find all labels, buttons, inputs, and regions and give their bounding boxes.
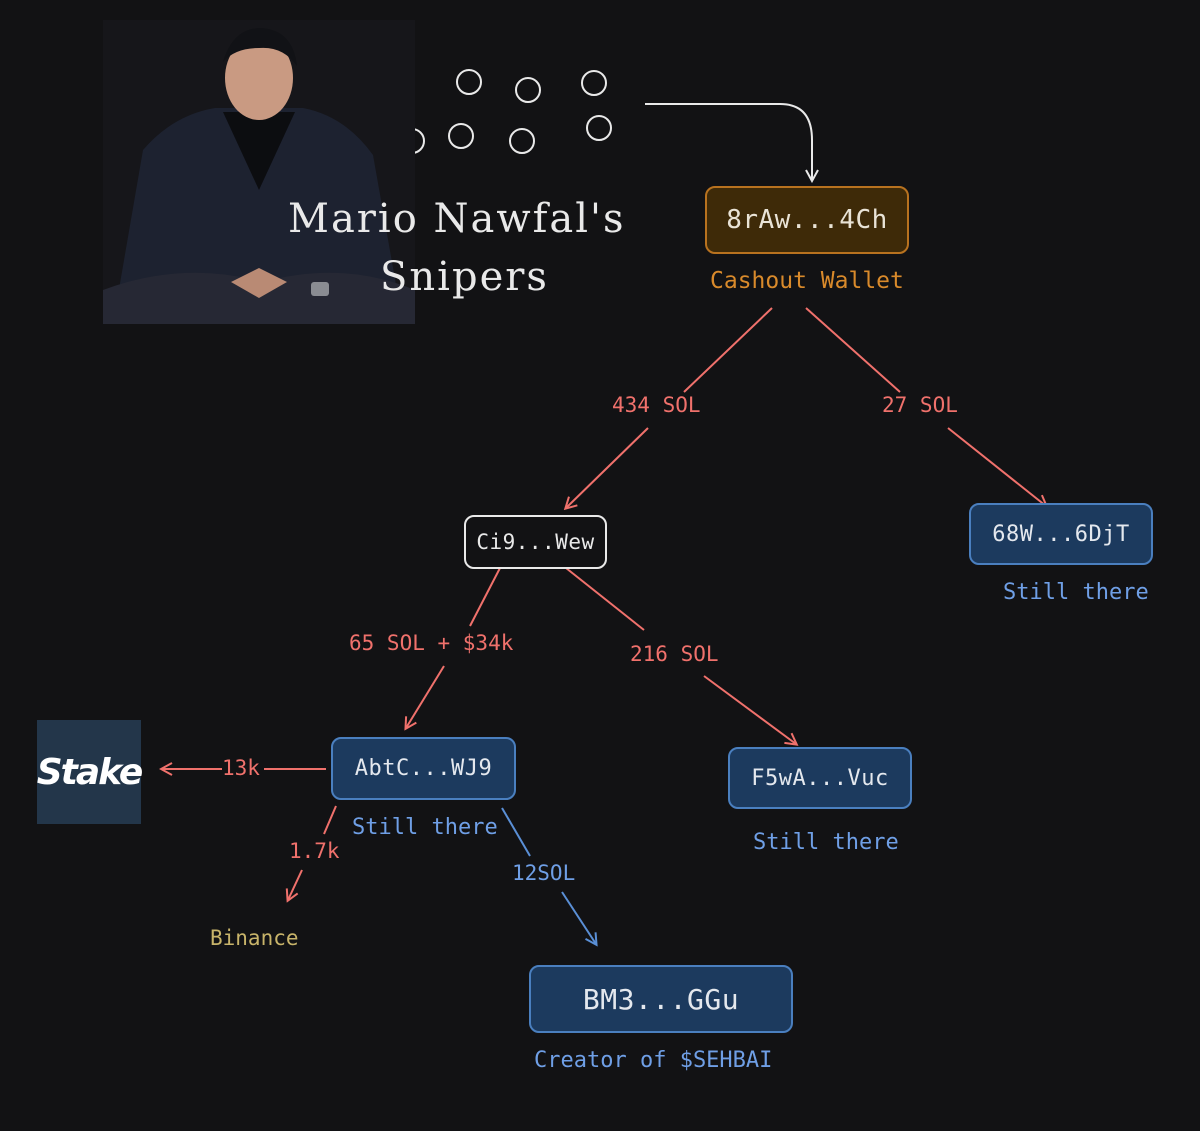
arrow-abtc-to-binance bbox=[288, 869, 303, 900]
stake-logo-text: Stake bbox=[36, 751, 144, 793]
w68-wallet-status: Still there bbox=[1003, 580, 1149, 605]
sniper-wallets bbox=[399, 69, 612, 154]
bm3-wallet-node[interactable]: BM3...GGu bbox=[529, 965, 793, 1033]
edge-label-1-7k: 1.7k bbox=[289, 839, 340, 863]
cashout-wallet-address: 8rAw...4Ch bbox=[726, 205, 888, 235]
stake-logo: Stake bbox=[36, 720, 144, 824]
arrow-cashout-to-68w-top bbox=[805, 307, 901, 393]
sniper-circle bbox=[456, 69, 482, 95]
ci9-wallet-node[interactable]: Ci9...Wew bbox=[464, 515, 607, 569]
abtc-wallet-status: Still there bbox=[352, 815, 498, 840]
edge-label-216-sol: 216 SOL bbox=[630, 642, 719, 666]
f5wa-wallet-status: Still there bbox=[753, 830, 899, 855]
diagram-title: Mario Nawfal's Snipers bbox=[288, 190, 626, 306]
arrow-cashout-to-68w bbox=[947, 427, 1046, 506]
person-photo bbox=[103, 20, 415, 324]
arrow-ci9-to-f5wa-top bbox=[565, 567, 645, 631]
f5wa-wallet-address: F5wA...Vuc bbox=[751, 765, 889, 791]
arrow-cashout-to-ci9-top bbox=[683, 307, 773, 393]
ci9-wallet-address: Ci9...Wew bbox=[476, 530, 595, 554]
edge-label-434-sol: 434 SOL bbox=[612, 393, 701, 417]
sniper-circle bbox=[509, 128, 535, 154]
sniper-circle bbox=[515, 77, 541, 103]
arrow-snipers-to-cashout bbox=[645, 103, 812, 180]
sniper-circle bbox=[581, 70, 607, 96]
cashout-wallet-caption: Cashout Wallet bbox=[710, 268, 904, 294]
arrow-cashout-to-ci9 bbox=[566, 427, 649, 508]
arrow-abtc-to-bm3 bbox=[561, 891, 596, 944]
cashout-wallet-node[interactable]: 8rAw...4Ch bbox=[705, 186, 909, 254]
arrow-ci9-to-abtc-top bbox=[469, 567, 501, 627]
f5wa-wallet-node[interactable]: F5wA...Vuc bbox=[728, 747, 912, 809]
abtc-wallet-address: AbtC...WJ9 bbox=[354, 756, 493, 781]
title-line-1: Mario Nawfal's bbox=[288, 196, 626, 242]
w68-wallet-address: 68W...6DjT bbox=[992, 521, 1130, 547]
bm3-wallet-address: BM3...GGu bbox=[582, 982, 740, 1016]
sniper-circle bbox=[586, 115, 612, 141]
arrow-ci9-to-f5wa bbox=[703, 675, 796, 744]
sniper-circle bbox=[448, 123, 474, 149]
bm3-wallet-caption: Creator of $SEHBAI bbox=[534, 1048, 773, 1073]
arrow-abtc-to-bm3-top bbox=[501, 807, 531, 857]
edge-label-13k: 13k bbox=[222, 756, 260, 780]
arrow-abtc-to-binance-top bbox=[323, 805, 337, 835]
edge-label-12-sol: 12SOL bbox=[512, 861, 576, 885]
abtc-wallet-node[interactable]: AbtC...WJ9 bbox=[331, 737, 516, 800]
title-line-2: Snipers bbox=[380, 254, 549, 300]
w68-wallet-node[interactable]: 68W...6DjT bbox=[969, 503, 1153, 565]
edge-label-27-sol: 27 SOL bbox=[882, 393, 958, 417]
binance-label: Binance bbox=[210, 926, 299, 950]
edge-label-65-sol: 65 SOL + $34k bbox=[349, 631, 514, 655]
arrow-ci9-to-abtc bbox=[406, 665, 445, 728]
